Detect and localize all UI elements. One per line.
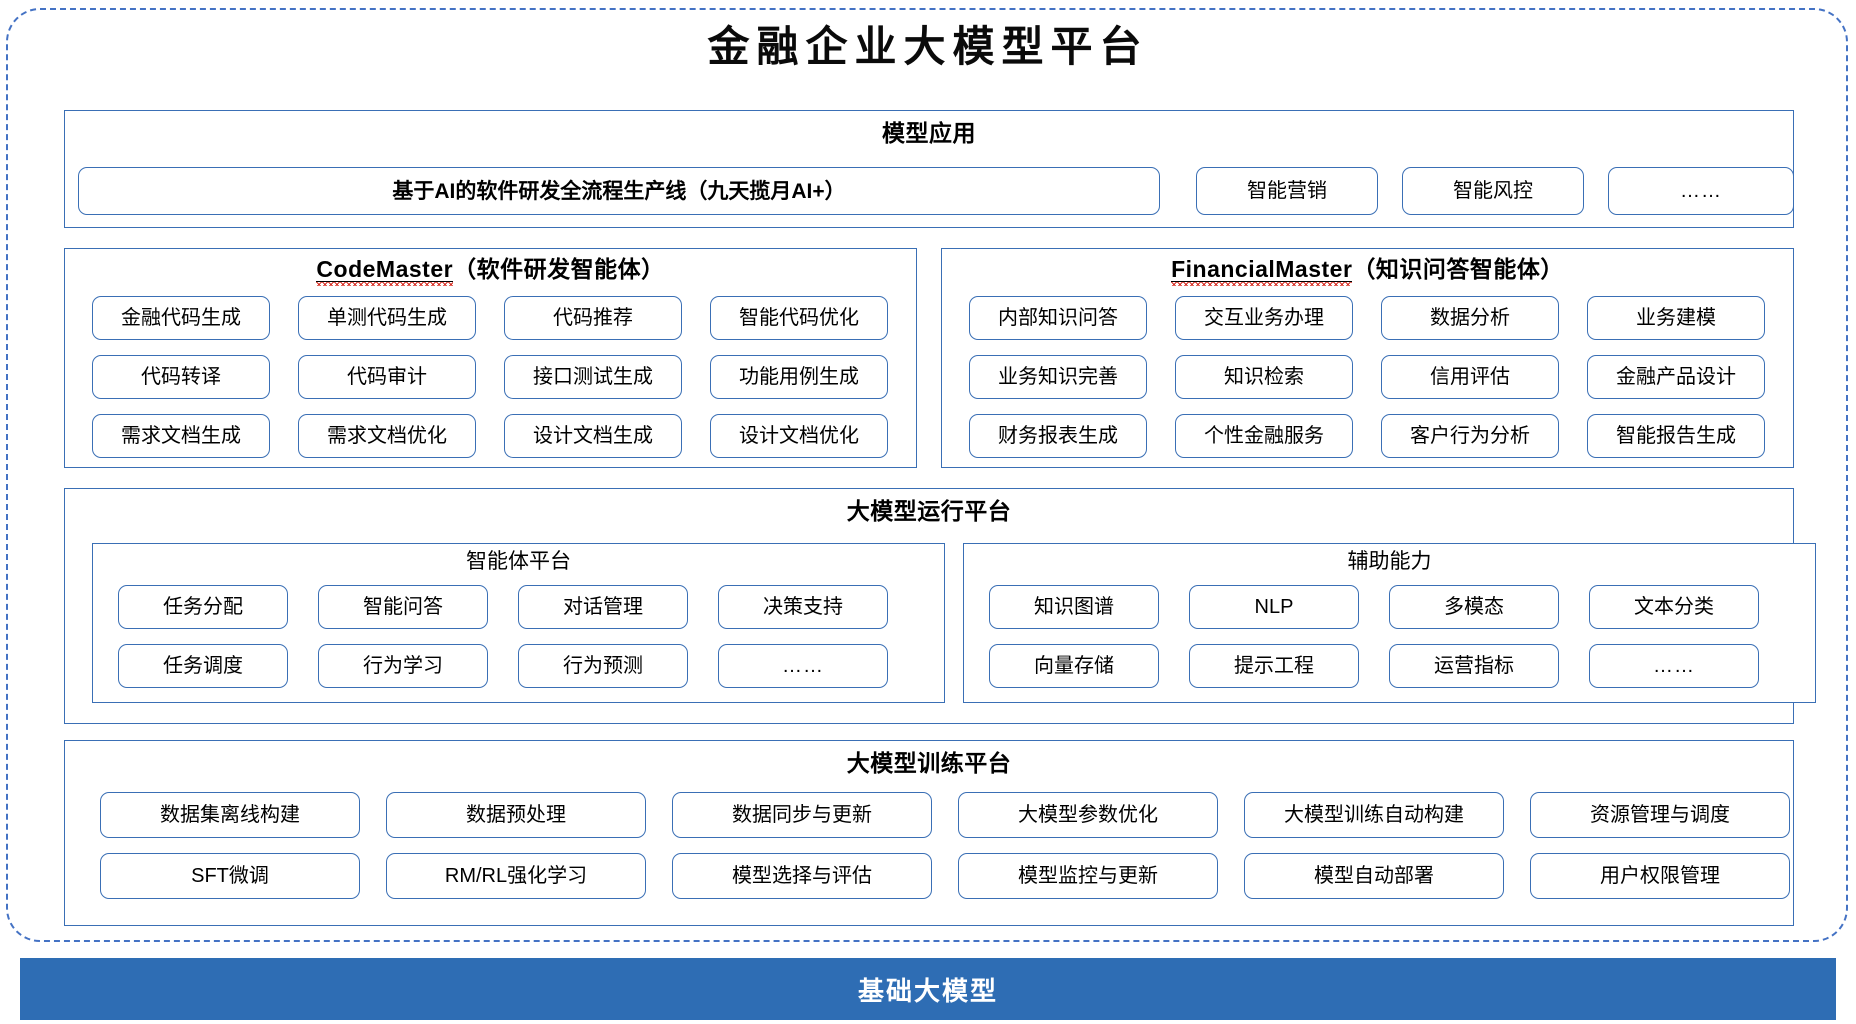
chip-agent-platform-2[interactable]: 智能问答 bbox=[318, 585, 488, 629]
chip-agent-platform-5[interactable]: 任务调度 bbox=[118, 644, 288, 688]
chip-ai-software-pipeline[interactable]: 基于AI的软件研发全流程生产线（九天揽月AI+） bbox=[78, 167, 1160, 215]
chip-auxiliary-3[interactable]: 多模态 bbox=[1389, 585, 1559, 629]
chip-agent-platform-more[interactable]: …… bbox=[718, 644, 888, 688]
chip-codemaster-9[interactable]: 需求文档生成 bbox=[92, 414, 270, 458]
chip-codemaster-10[interactable]: 需求文档优化 bbox=[298, 414, 476, 458]
codemaster-name: CodeMaster bbox=[316, 256, 454, 287]
chip-financialmaster-2[interactable]: 交互业务办理 bbox=[1175, 296, 1353, 340]
chip-codemaster-8[interactable]: 功能用例生成 bbox=[710, 355, 888, 399]
chip-auxiliary-5[interactable]: 向量存储 bbox=[989, 644, 1159, 688]
chip-auxiliary-2[interactable]: NLP bbox=[1189, 585, 1359, 629]
chip-codemaster-5[interactable]: 代码转译 bbox=[92, 355, 270, 399]
section-title-codemaster: CodeMaster（软件研发智能体） bbox=[65, 256, 916, 287]
chip-agent-platform-3[interactable]: 对话管理 bbox=[518, 585, 688, 629]
chip-training-11[interactable]: 模型自动部署 bbox=[1244, 853, 1504, 899]
chip-training-7[interactable]: SFT微调 bbox=[100, 853, 360, 899]
chip-auxiliary-7[interactable]: 运营指标 bbox=[1389, 644, 1559, 688]
chip-financialmaster-10[interactable]: 个性金融服务 bbox=[1175, 414, 1353, 458]
section-title-training-platform: 大模型训练平台 bbox=[846, 750, 1012, 776]
chip-auxiliary-4[interactable]: 文本分类 bbox=[1589, 585, 1759, 629]
chip-codemaster-7[interactable]: 接口测试生成 bbox=[504, 355, 682, 399]
chip-financialmaster-7[interactable]: 信用评估 bbox=[1381, 355, 1559, 399]
chip-agent-platform-4[interactable]: 决策支持 bbox=[718, 585, 888, 629]
subpanel-title-auxiliary-capability: 辅助能力 bbox=[1347, 550, 1432, 573]
section-title-runtime-platform: 大模型运行平台 bbox=[846, 498, 1012, 524]
chip-financialmaster-9[interactable]: 财务报表生成 bbox=[969, 414, 1147, 458]
chip-financialmaster-5[interactable]: 业务知识完善 bbox=[969, 355, 1147, 399]
chip-training-1[interactable]: 数据集离线构建 bbox=[100, 792, 360, 838]
chip-codemaster-6[interactable]: 代码审计 bbox=[298, 355, 476, 399]
chip-training-5[interactable]: 大模型训练自动构建 bbox=[1244, 792, 1504, 838]
chip-financialmaster-4[interactable]: 业务建模 bbox=[1587, 296, 1765, 340]
chip-auxiliary-more[interactable]: …… bbox=[1589, 644, 1759, 688]
chip-agent-platform-6[interactable]: 行为学习 bbox=[318, 644, 488, 688]
chip-codemaster-12[interactable]: 设计文档优化 bbox=[710, 414, 888, 458]
chip-financialmaster-12[interactable]: 智能报告生成 bbox=[1587, 414, 1765, 458]
chip-financialmaster-3[interactable]: 数据分析 bbox=[1381, 296, 1559, 340]
chip-financialmaster-8[interactable]: 金融产品设计 bbox=[1587, 355, 1765, 399]
chip-financialmaster-6[interactable]: 知识检索 bbox=[1175, 355, 1353, 399]
chip-codemaster-1[interactable]: 金融代码生成 bbox=[92, 296, 270, 340]
chip-intelligent-risk-control[interactable]: 智能风控 bbox=[1402, 167, 1584, 215]
chip-intelligent-marketing[interactable]: 智能营销 bbox=[1196, 167, 1378, 215]
chip-codemaster-4[interactable]: 智能代码优化 bbox=[710, 296, 888, 340]
chip-training-8[interactable]: RM/RL强化学习 bbox=[386, 853, 646, 899]
section-title-model-application: 模型应用 bbox=[882, 120, 976, 146]
chip-codemaster-2[interactable]: 单测代码生成 bbox=[298, 296, 476, 340]
chip-auxiliary-1[interactable]: 知识图谱 bbox=[989, 585, 1159, 629]
chip-codemaster-3[interactable]: 代码推荐 bbox=[504, 296, 682, 340]
chip-training-6[interactable]: 资源管理与调度 bbox=[1530, 792, 1790, 838]
page-title: 金融企业大模型平台 bbox=[707, 22, 1149, 71]
chip-training-3[interactable]: 数据同步与更新 bbox=[672, 792, 932, 838]
codemaster-suffix: （软件研发智能体） bbox=[453, 256, 665, 282]
financialmaster-suffix: （知识问答智能体） bbox=[1352, 256, 1564, 282]
base-model-label: 基础大模型 bbox=[857, 975, 998, 1006]
financialmaster-name: FinancialMaster bbox=[1171, 256, 1353, 287]
chip-codemaster-11[interactable]: 设计文档生成 bbox=[504, 414, 682, 458]
chip-training-4[interactable]: 大模型参数优化 bbox=[958, 792, 1218, 838]
chip-auxiliary-6[interactable]: 提示工程 bbox=[1189, 644, 1359, 688]
base-model-bar: 基础大模型 bbox=[20, 958, 1836, 1020]
chip-agent-platform-1[interactable]: 任务分配 bbox=[118, 585, 288, 629]
chip-financialmaster-1[interactable]: 内部知识问答 bbox=[969, 296, 1147, 340]
chip-training-9[interactable]: 模型选择与评估 bbox=[672, 853, 932, 899]
chip-model-application-more[interactable]: …… bbox=[1608, 167, 1794, 215]
chip-training-12[interactable]: 用户权限管理 bbox=[1530, 853, 1790, 899]
subpanel-title-agent-platform: 智能体平台 bbox=[466, 550, 571, 573]
chip-financialmaster-11[interactable]: 客户行为分析 bbox=[1381, 414, 1559, 458]
chip-training-2[interactable]: 数据预处理 bbox=[386, 792, 646, 838]
chip-training-10[interactable]: 模型监控与更新 bbox=[958, 853, 1218, 899]
section-title-financialmaster: FinancialMaster（知识问答智能体） bbox=[942, 256, 1793, 287]
chip-agent-platform-7[interactable]: 行为预测 bbox=[518, 644, 688, 688]
